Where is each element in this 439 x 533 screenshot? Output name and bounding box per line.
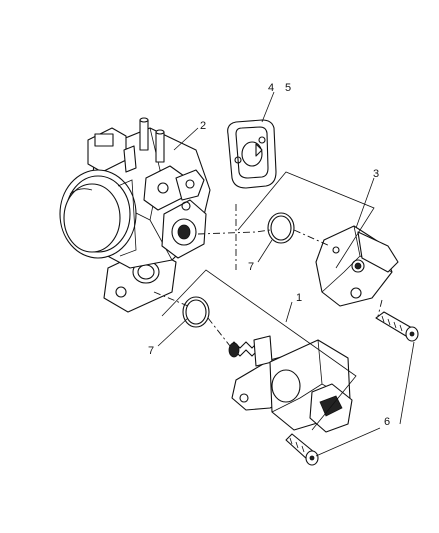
gasket [227, 119, 277, 189]
callout-5: 5 [285, 82, 291, 94]
callout-1: 1 [296, 292, 302, 304]
callout-7-lower: 7 [148, 345, 154, 357]
group-box-motor [161, 269, 357, 431]
screw-upper [375, 311, 419, 342]
throttle-body [59, 117, 211, 313]
callout-3: 3 [373, 168, 379, 180]
callout-6: 6 [384, 416, 390, 428]
screw-lower [285, 433, 319, 466]
o-ring-lower [182, 296, 210, 328]
center-lines [153, 204, 383, 347]
o-ring-upper [267, 212, 295, 244]
position-sensor [315, 225, 399, 307]
group-box-sensor [237, 171, 375, 269]
callout-7-upper: 7 [248, 261, 254, 273]
callout-2: 2 [200, 120, 206, 132]
leader-lines [157, 91, 415, 457]
callout-4: 4 [268, 82, 274, 94]
idle-air-control-motor [228, 335, 353, 433]
